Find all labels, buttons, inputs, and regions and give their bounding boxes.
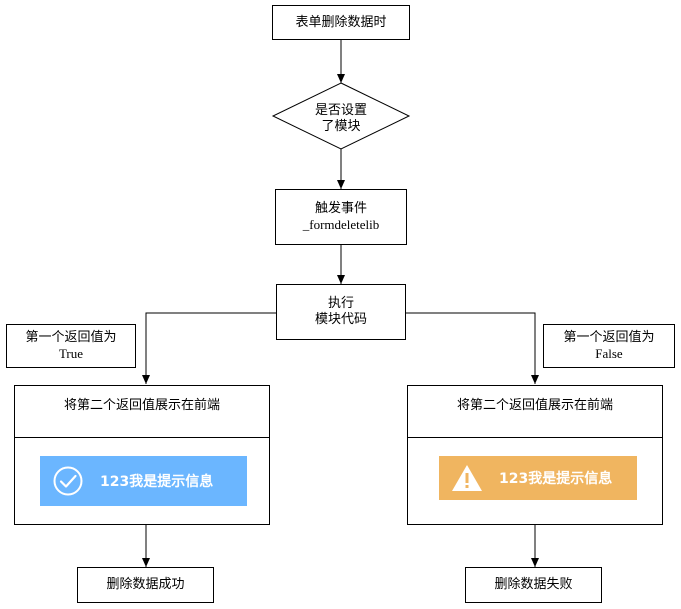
right-condition-line-2: False xyxy=(595,346,623,361)
trigger-line-1: 触发事件 xyxy=(314,201,367,216)
execute-line-1: 执行 xyxy=(327,296,354,311)
left-condition-line-2: True xyxy=(58,346,84,361)
warning-toast: 123我是提示信息 xyxy=(439,456,637,500)
success-toast-message: 123我是提示信息 xyxy=(100,474,214,490)
start-node: 表单删除数据时 xyxy=(272,5,410,40)
warning-triangle-icon xyxy=(439,463,495,493)
left-condition-label: 第一个返回值为 True xyxy=(6,324,136,368)
execute-line-2: 模块代码 xyxy=(314,312,367,327)
trigger-line-2: _formdeletelib xyxy=(302,217,380,232)
warning-toast-message: 123我是提示信息 xyxy=(499,471,613,487)
right-condition-label: 第一个返回值为 False xyxy=(543,324,675,368)
right-panel-title: 将第二个返回值展示在前端 xyxy=(408,386,662,438)
right-display-panel: 将第二个返回值展示在前端 123我是提示信息 xyxy=(407,385,663,525)
left-display-panel: 将第二个返回值展示在前端 123我是提示信息 xyxy=(14,385,270,525)
left-result-label: 删除数据成功 xyxy=(106,577,185,592)
right-result-label: 删除数据失败 xyxy=(494,577,573,592)
arrow-execute-to-right-panel xyxy=(406,312,539,384)
decision-node: 是否设置 了模块 xyxy=(273,99,409,139)
execute-node: 执行 模块代码 xyxy=(276,284,406,340)
arrow-execute-to-left-panel xyxy=(142,312,276,384)
right-condition-line-1: 第一个返回值为 xyxy=(563,330,655,345)
check-circle-icon xyxy=(40,466,96,496)
start-node-label: 表单删除数据时 xyxy=(295,14,387,30)
decision-line-2: 了模块 xyxy=(321,119,361,134)
decision-line-1: 是否设置 xyxy=(314,103,367,118)
trigger-node: 触发事件 _formdeletelib xyxy=(275,189,407,245)
success-toast: 123我是提示信息 xyxy=(40,456,247,506)
left-result-node: 删除数据成功 xyxy=(77,567,214,603)
left-panel-title: 将第二个返回值展示在前端 xyxy=(15,386,269,438)
right-result-node: 删除数据失败 xyxy=(465,567,602,603)
left-condition-line-1: 第一个返回值为 xyxy=(25,330,117,345)
